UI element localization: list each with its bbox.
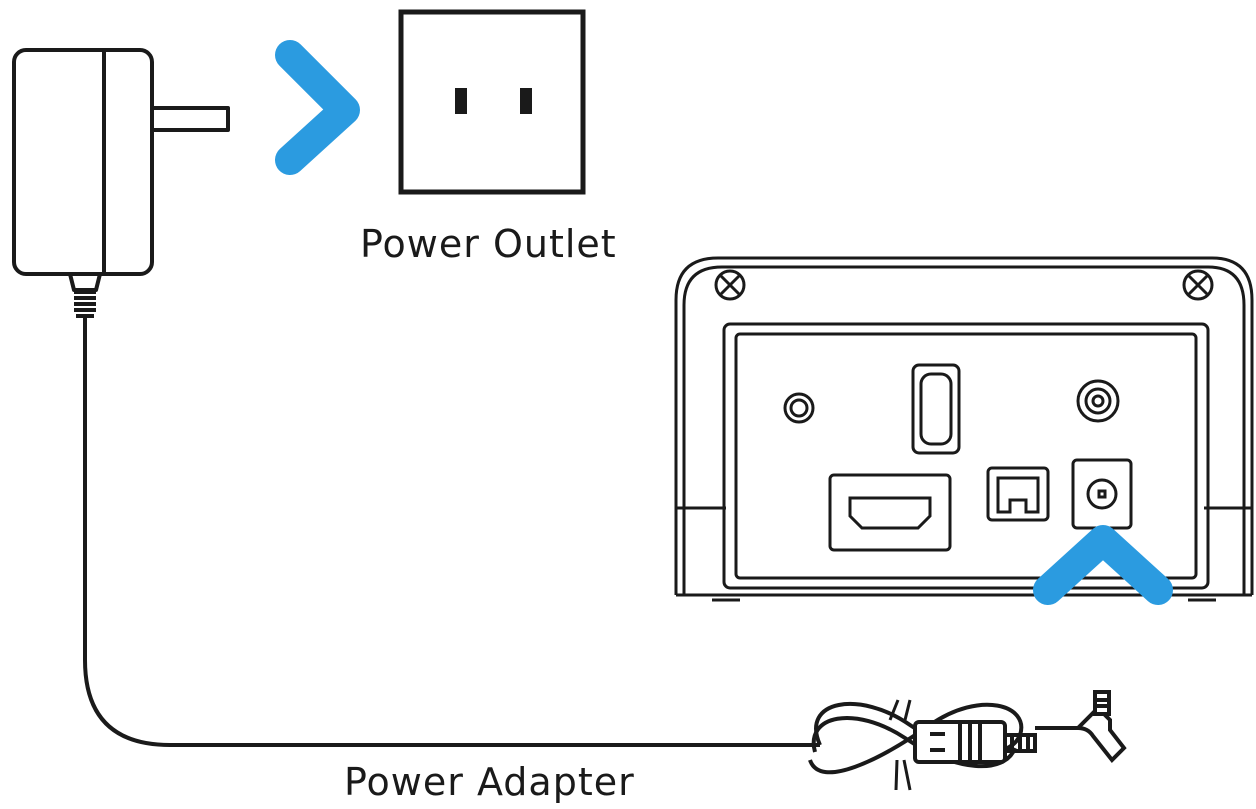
adapter-cable bbox=[83, 318, 820, 747]
chevron-right-arrow-icon bbox=[275, 40, 360, 175]
power-outlet-label: Power Outlet bbox=[360, 222, 617, 266]
wall-power-adapter-icon bbox=[12, 48, 230, 318]
power-adapter-label: Power Adapter bbox=[344, 760, 635, 804]
chevron-up-arrow-icon bbox=[1033, 525, 1173, 605]
dc-barrel-plug-icon bbox=[808, 690, 1127, 791]
power-outlet-icon bbox=[398, 9, 586, 195]
device-rear-panel-icon bbox=[674, 256, 1254, 602]
